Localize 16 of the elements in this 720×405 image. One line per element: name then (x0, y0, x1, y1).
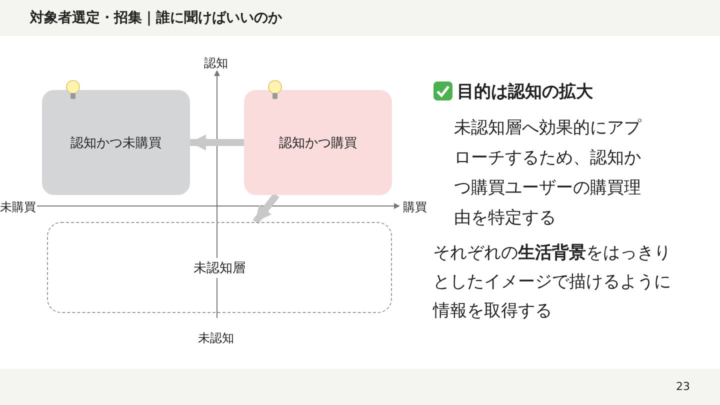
quadrant-box (42, 90, 190, 195)
axis-label: 未認知 (198, 330, 234, 347)
quadrant-box (244, 90, 392, 195)
block-arrow (190, 134, 244, 150)
axis-label: 未購買 (0, 199, 36, 216)
node-label: 認知かつ購買 (279, 134, 357, 152)
page-number: 23 (676, 380, 690, 393)
slide-title: 対象者選定・招集｜誰に聞けばいいのか (30, 9, 282, 27)
axis-label: 認知 (204, 55, 228, 72)
axis-label: 購買 (403, 199, 427, 216)
node-label: 認知かつ未購買 (70, 134, 162, 152)
dashed-region-box (47, 222, 392, 313)
block-arrow (252, 192, 280, 224)
heading: 目的は認知の拡大 (457, 81, 593, 103)
paragraph: 未認知層へ効果的にアプローチするため、認知かつ購買ユーザーの購買理由を特定する (454, 117, 642, 230)
paragraph: それぞれの生活背景をはっきりとしたイメージで描けるように情報を取得する (433, 242, 672, 323)
